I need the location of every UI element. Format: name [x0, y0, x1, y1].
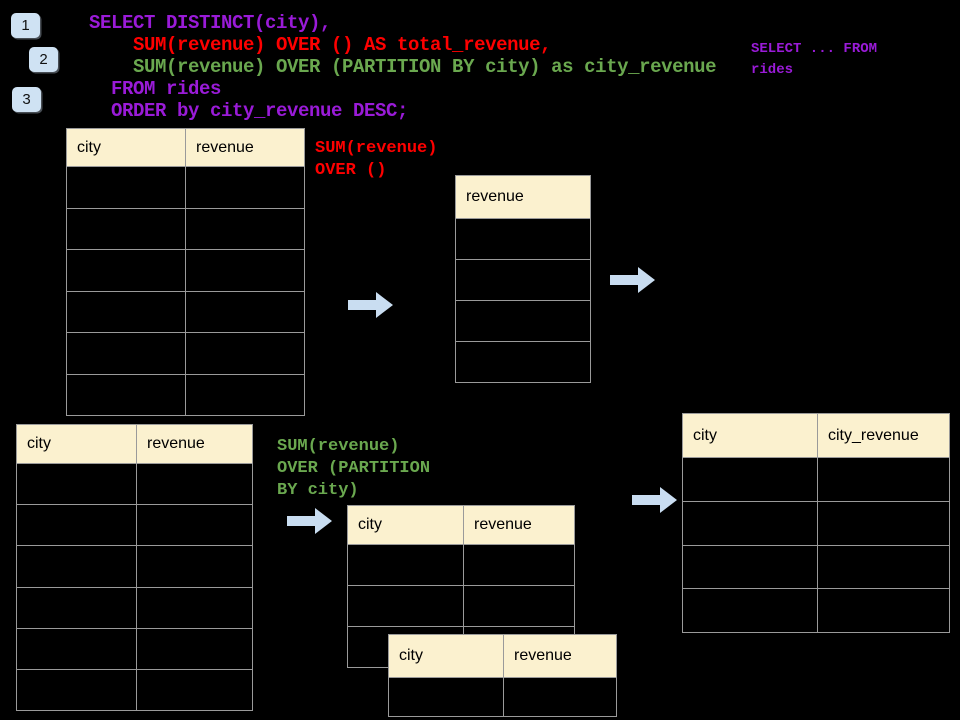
table-cell-empty: [17, 505, 136, 546]
column-header-revenue: revenue: [456, 176, 590, 218]
table-cell-empty: [683, 458, 817, 501]
step-badge-3: 3: [12, 87, 41, 112]
table-cell-empty: [67, 250, 185, 291]
table-cell-empty: [186, 250, 304, 291]
table-cell-empty: [137, 669, 252, 710]
table-cell-empty: [456, 301, 590, 341]
sql-code-block: SELECT DISTINCT(city), SUM(revenue) OVER…: [89, 12, 717, 122]
table-cell-empty: [137, 546, 252, 587]
table-cell-empty: [17, 546, 136, 587]
table-cell-empty: [683, 501, 817, 545]
step-badge-1: 1: [11, 13, 40, 38]
table-cell-empty: [137, 628, 252, 669]
column-header-city-revenue: city_revenue: [818, 414, 949, 457]
table-cell-empty: [683, 589, 817, 632]
table-cell-empty: [456, 342, 590, 382]
table-cell-empty: [67, 291, 185, 332]
table-cell-empty: [818, 589, 949, 632]
annotation-total-revenue: SUM(revenue) OVER (): [315, 138, 437, 182]
sql-line-order-by: ORDER by city_revenue DESC;: [89, 100, 409, 122]
flow-arrow-right-icon: [632, 487, 677, 513]
table-cell-empty: [818, 501, 949, 545]
sql-line-from: FROM rides: [89, 78, 222, 100]
column-header-revenue: revenue: [464, 506, 574, 544]
table-cell-empty: [67, 167, 185, 208]
flow-arrow-right-icon: [348, 292, 393, 318]
sql-line-total-revenue: SUM(revenue) OVER () AS total_revenue,: [89, 34, 552, 56]
table-cell-empty: [137, 587, 252, 628]
table-cell-empty: [456, 219, 590, 259]
table-cell-empty: [348, 586, 463, 626]
table-cell-empty: [17, 464, 136, 505]
annotation-line: SUM(revenue): [277, 437, 400, 456]
table-cell-empty: [17, 587, 136, 628]
table-cell-empty: [348, 545, 463, 585]
table-partition-group-front: city revenue: [347, 505, 575, 668]
table-cell-empty: [683, 545, 817, 589]
table-cell-empty: [456, 260, 590, 300]
flow-arrow-right-icon: [610, 267, 655, 293]
column-header-city: city: [67, 129, 185, 166]
table-rides-source-top: city revenue: [66, 128, 305, 416]
column-header-revenue: revenue: [186, 129, 304, 166]
annotation-line: BY city): [277, 481, 359, 500]
annotation-line: OVER (): [315, 161, 387, 180]
table-cell-empty: [186, 291, 304, 332]
table-total-revenue-result: revenue: [455, 175, 591, 383]
table-partition-group-back: city revenue: [388, 634, 617, 717]
table-city-revenue-result: city city_revenue: [682, 413, 950, 633]
column-header-city: city: [348, 506, 463, 544]
table-cell-empty: [137, 464, 252, 505]
annotation-line: OVER (PARTITION: [277, 459, 431, 478]
table-cell-empty: [67, 333, 185, 374]
column-header-city: city: [17, 425, 136, 463]
step-badge-2: 2: [29, 47, 58, 72]
annotation-line: rides: [751, 62, 794, 78]
table-cell-empty: [464, 545, 574, 585]
table-cell-empty: [818, 458, 949, 501]
table-cell-empty: [186, 167, 304, 208]
sql-line-select: SELECT DISTINCT(city),: [89, 12, 332, 34]
annotation-partition-by: SUM(revenue) OVER (PARTITION BY city): [277, 436, 430, 502]
table-cell-empty: [137, 505, 252, 546]
table-cell-empty: [67, 374, 185, 415]
table-cell-empty: [504, 678, 616, 716]
table-cell-empty: [67, 208, 185, 249]
annotation-line: SUM(revenue): [315, 139, 438, 158]
table-cell-empty: [186, 333, 304, 374]
column-header-city: city: [389, 635, 503, 677]
table-cell-empty: [464, 586, 574, 626]
flow-arrow-right-icon: [287, 508, 332, 534]
table-cell-empty: [17, 669, 136, 710]
column-header-revenue: revenue: [504, 635, 616, 677]
table-rides-source-bottom: city revenue: [16, 424, 253, 711]
table-cell-empty: [17, 628, 136, 669]
sql-line-city-revenue: SUM(revenue) OVER (PARTITION BY city) as…: [89, 56, 717, 78]
table-cell-empty: [186, 374, 304, 415]
annotation-line: SELECT ... FROM: [751, 41, 878, 57]
annotation-from-rides: SELECT ... FROM rides: [751, 39, 877, 81]
column-header-city: city: [683, 414, 817, 457]
table-cell-empty: [818, 545, 949, 589]
table-cell-empty: [186, 208, 304, 249]
column-header-revenue: revenue: [137, 425, 252, 463]
table-cell-empty: [389, 678, 503, 716]
